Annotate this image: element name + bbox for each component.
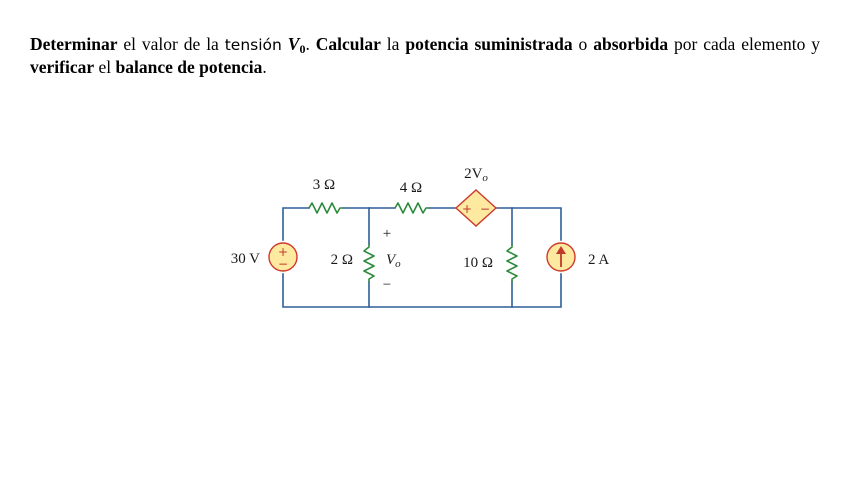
keyword-determinar: Determinar: [30, 34, 118, 54]
keyword-calcular: Calcular: [315, 34, 381, 54]
text-segment: tensión: [224, 36, 282, 54]
resistor-3-ohm: [308, 202, 343, 214]
keyword-potencia-suministrada: potencia suministrada: [405, 34, 573, 54]
wire-dep-source-right: [495, 207, 562, 241]
keyword-v0: V0: [287, 34, 306, 56]
v0-subscript: 0: [299, 42, 306, 56]
voltage-source-plus: +: [278, 245, 288, 259]
voltage-source-minus: −: [278, 257, 288, 271]
text-segment: o: [572, 34, 594, 54]
keyword-verificar: verificar: [30, 57, 95, 77]
label-10-ohm: 10 Ω: [463, 255, 493, 271]
label-4-ohm: 4 Ω: [400, 180, 422, 196]
label-2-ohm: 2 Ω: [331, 252, 353, 268]
voltage-source-circle: [268, 242, 298, 272]
text-segment: .: [305, 34, 316, 54]
label-30v: 30 V: [231, 251, 260, 267]
label-2vo-sub: o: [482, 172, 488, 184]
wire-bottom: [282, 273, 562, 308]
resistor-10-ohm: [506, 244, 518, 282]
resistor-4-ohm: [394, 202, 429, 214]
up-arrow-icon: [556, 246, 566, 254]
label-2vo-main: 2V: [464, 166, 483, 182]
text-segment: el: [94, 57, 116, 77]
text-segment: .: [262, 57, 267, 77]
label-vo-sub: o: [395, 258, 401, 270]
resistors: [308, 202, 518, 282]
current-source-2a: [546, 242, 576, 272]
problem-statement: Determinar el valor de la tensión V0. Ca…: [30, 33, 820, 78]
wire-left-top: [282, 207, 310, 241]
dependent-source-diamond: [454, 189, 498, 227]
text-segment: la: [380, 34, 406, 54]
voltage-source-30v: + −: [268, 242, 298, 272]
label-vo-minus: −: [383, 277, 391, 293]
dependent-voltage-source: + −: [454, 189, 498, 227]
keyword-balance-de-potencia: balance de potencia: [115, 57, 263, 77]
keyword-absorbida: absorbida: [593, 34, 669, 54]
label-2vo: 2Vo: [464, 166, 488, 184]
label-vo-plus: +: [383, 226, 391, 242]
text-segment: por cada elemento y: [668, 34, 820, 54]
label-vo-main: V: [386, 252, 397, 268]
label-vo: Vo: [386, 252, 401, 270]
circuit-wires: [282, 207, 562, 308]
v0-symbol: V: [287, 34, 300, 54]
resistor-2-ohm: [363, 244, 375, 282]
label-3-ohm: 3 Ω: [313, 177, 335, 193]
dependent-source-plus: +: [462, 202, 472, 216]
text-segment: el valor de la: [117, 34, 225, 54]
label-2a: 2 A: [588, 252, 609, 268]
dependent-source-minus: −: [480, 202, 490, 216]
